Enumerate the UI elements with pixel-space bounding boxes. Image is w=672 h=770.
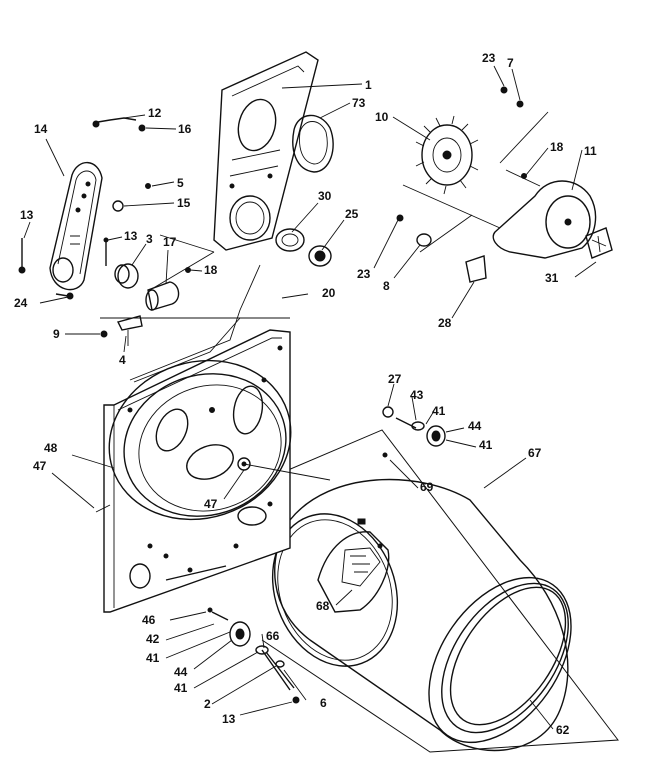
callout-20: 20 [322, 286, 336, 300]
callout-13: 13 [124, 229, 138, 243]
callout-68: 68 [316, 599, 330, 613]
callout-13: 13 [222, 712, 236, 726]
callout-14: 14 [34, 122, 48, 136]
callout-47: 47 [33, 459, 47, 473]
callout-18: 18 [550, 140, 564, 154]
callout-6: 6 [320, 696, 327, 710]
callout-9: 9 [53, 327, 60, 341]
callout-3: 3 [146, 232, 153, 246]
callout-4: 4 [119, 353, 126, 367]
callout-17: 17 [163, 235, 177, 249]
callout-69: 69 [420, 480, 434, 494]
callout-41: 41 [432, 404, 446, 418]
leader-lines [23, 65, 597, 730]
callout-73: 73 [352, 96, 366, 110]
callout-28: 28 [438, 316, 452, 330]
callout-30: 30 [318, 189, 332, 203]
callout-44: 44 [174, 665, 188, 679]
callout-41: 41 [146, 651, 160, 665]
callout-43: 43 [410, 388, 424, 402]
callout-16: 16 [178, 122, 192, 136]
front-bulkhead [103, 329, 292, 613]
callout-labels: 1 73 10 23 7 18 11 12 16 14 5 15 30 25 1… [14, 51, 597, 737]
assembly-guide-lines [95, 234, 331, 513]
callout-13: 13 [20, 208, 34, 222]
callout-18: 18 [204, 263, 218, 277]
callout-1: 1 [365, 78, 372, 92]
callout-7: 7 [507, 56, 514, 70]
callout-15: 15 [177, 196, 191, 210]
drum-assembly [259, 429, 619, 753]
callout-11: 11 [584, 144, 597, 158]
bearing-slides [207, 406, 446, 704]
callout-23: 23 [357, 267, 371, 281]
callout-41: 41 [479, 438, 493, 452]
callout-48: 48 [44, 441, 58, 455]
callout-12: 12 [148, 106, 162, 120]
callout-67: 67 [528, 446, 542, 460]
callout-44: 44 [468, 419, 482, 433]
callout-46: 46 [142, 613, 156, 627]
callout-47: 47 [204, 497, 218, 511]
callout-24: 24 [14, 296, 28, 310]
callout-42: 42 [146, 632, 160, 646]
callout-31: 31 [545, 271, 559, 285]
callout-2: 2 [204, 697, 211, 711]
callout-27: 27 [388, 372, 402, 386]
callout-5: 5 [177, 176, 184, 190]
rear-panel [213, 51, 334, 267]
callout-66: 66 [266, 629, 280, 643]
callout-41: 41 [174, 681, 188, 695]
callout-62: 62 [556, 723, 570, 737]
callout-10: 10 [375, 110, 389, 124]
callout-23: 23 [482, 51, 496, 65]
blower-assembly [396, 86, 613, 283]
belt-idler-assembly [18, 117, 191, 346]
callout-8: 8 [383, 279, 390, 293]
callout-25: 25 [345, 207, 359, 221]
